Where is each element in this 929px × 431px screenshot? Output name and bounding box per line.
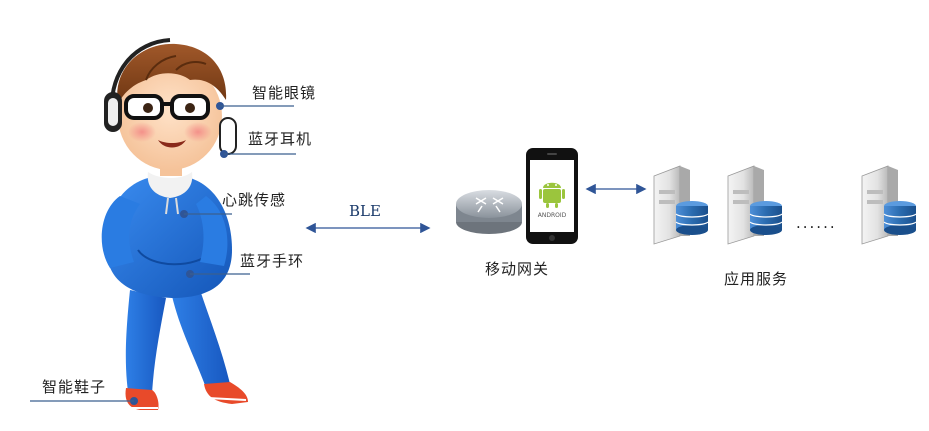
android-phone-icon: ANDROID [526, 148, 578, 244]
cartoon-boy-figure [101, 38, 248, 410]
database-stack [749, 201, 783, 235]
android-logo-text: ANDROID [538, 212, 567, 219]
server-database-icon-1 [653, 165, 709, 245]
glasses-drawing [124, 94, 210, 120]
left-shoe [125, 388, 159, 410]
label-smart-shoes: 智能鞋子 [42, 378, 107, 396]
label-ble: BLE [349, 202, 381, 220]
server-database-icon-3 [861, 165, 917, 245]
left-leg [125, 290, 166, 394]
sensor-leader-lines [30, 102, 296, 405]
label-ellipsis: ...... [796, 214, 837, 232]
headphones-drawing [104, 38, 237, 155]
right-leg [172, 290, 230, 388]
server-database-icon-2 [727, 165, 783, 245]
label-bluetooth-headphones: 蓝牙耳机 [248, 130, 313, 148]
hair [117, 43, 227, 104]
database-stack [675, 201, 709, 235]
label-heartbeat-sensor: 心跳传感 [222, 191, 287, 209]
label-mobile-gateway: 移动网关 [485, 260, 550, 278]
database-stack [883, 201, 917, 235]
label-bluetooth-wristband: 蓝牙手环 [240, 252, 305, 270]
label-smart-glasses: 智能眼镜 [252, 84, 317, 102]
label-application-services: 应用服务 [724, 270, 789, 288]
head [118, 62, 222, 170]
left-arm [101, 196, 140, 268]
router-icon [456, 190, 522, 234]
